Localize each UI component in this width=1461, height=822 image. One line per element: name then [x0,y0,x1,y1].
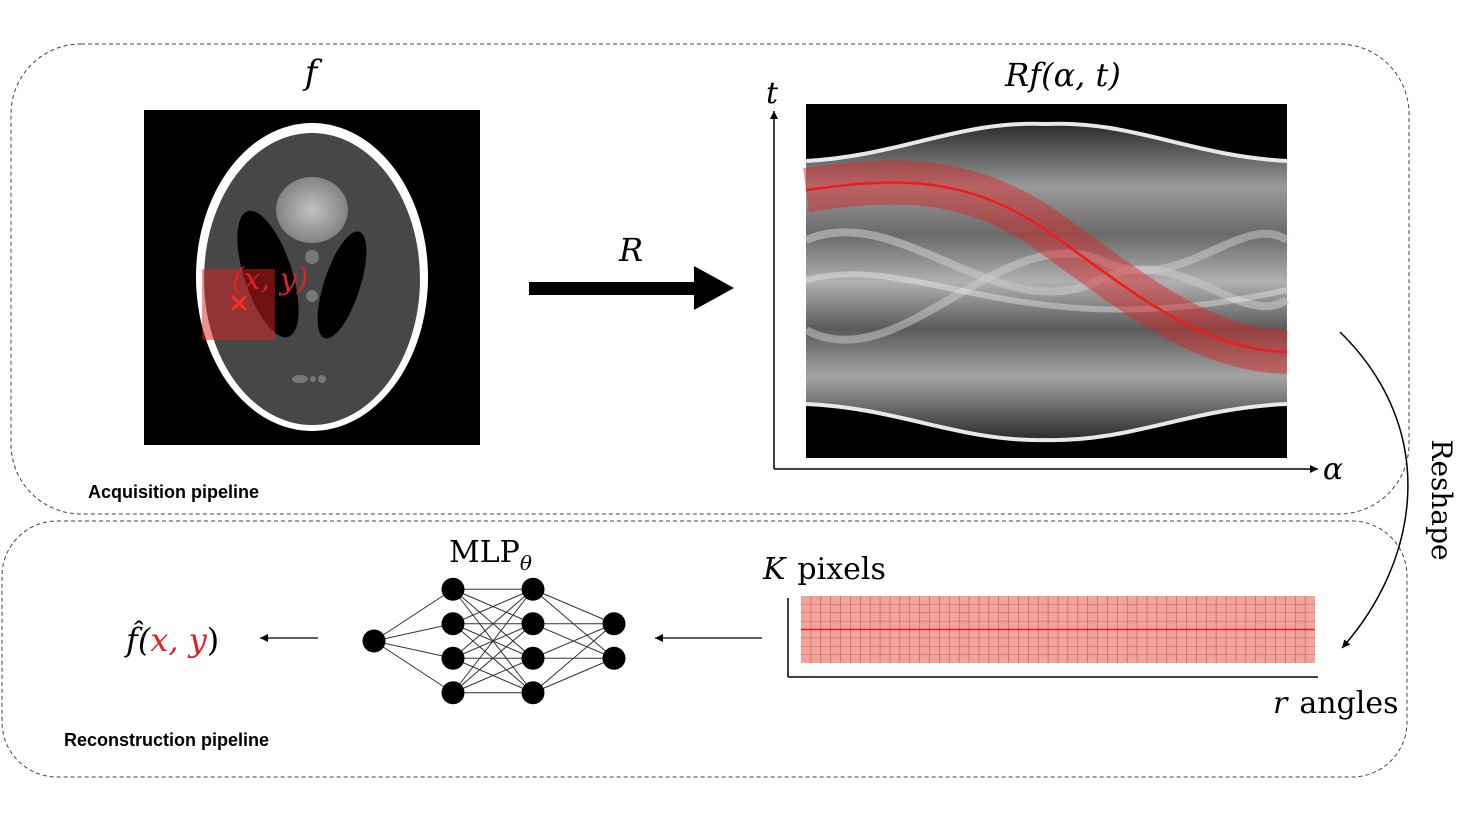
output-label: f̂(x, y) [124,620,219,659]
mlp-neuron [602,646,626,670]
acquisition-pipeline-label: Acquisition pipeline [88,482,259,502]
reshaped-grid [801,596,1315,663]
sinogram-image [803,104,1290,458]
image-label-f: f [302,53,323,93]
mlp-neuron [521,646,545,670]
acquisition-pipeline-box [10,43,1410,515]
mlp-network [362,577,626,705]
sinogram-axes [770,111,1318,473]
mlp-connection [452,588,534,659]
mlp-neuron [362,629,386,653]
mlp-connection [373,623,454,642]
axis-label-alpha: α [1323,452,1343,487]
mlp-neuron [521,681,545,705]
mlp-connection [373,588,454,642]
mlp-connection [452,657,534,694]
mlp-connection [532,588,615,625]
mlp-connection [452,588,534,694]
reshape-label: Reshape [1425,439,1458,560]
reconstruction-pipeline-label: Reconstruction pipeline [64,730,269,750]
mlp-connection [532,623,615,694]
mlp-neuron [521,612,545,636]
mlp-neuron [602,612,626,636]
mlp-connection [452,623,534,694]
mlp-label: MLPθ [449,535,532,575]
sinogram-label: Rf(α, t) [1004,56,1121,94]
mlp-connection [373,640,454,694]
grid-axes [787,598,1318,678]
radon-arrow [529,266,734,310]
sinusoid-curve [805,181,1288,354]
mlp-neuron [441,577,465,601]
point-marker-icon [231,295,247,311]
phantom-image: (x, y) [144,110,480,445]
mlp-connection [532,657,615,694]
operator-label-r: R [618,231,643,269]
axis-label-t: t [766,76,779,111]
mlp-connection [532,623,615,659]
reshape-arrow [1339,331,1409,649]
mlp-neuron [521,577,545,601]
mlp-neuron [441,646,465,670]
mlp-connection [373,640,454,659]
reconstruction-pipeline-box [1,520,1408,778]
mlp-connection [452,588,534,625]
mlp-neuron [441,612,465,636]
point-label: (x, y) [232,262,308,297]
mlp-neuron [441,681,465,705]
